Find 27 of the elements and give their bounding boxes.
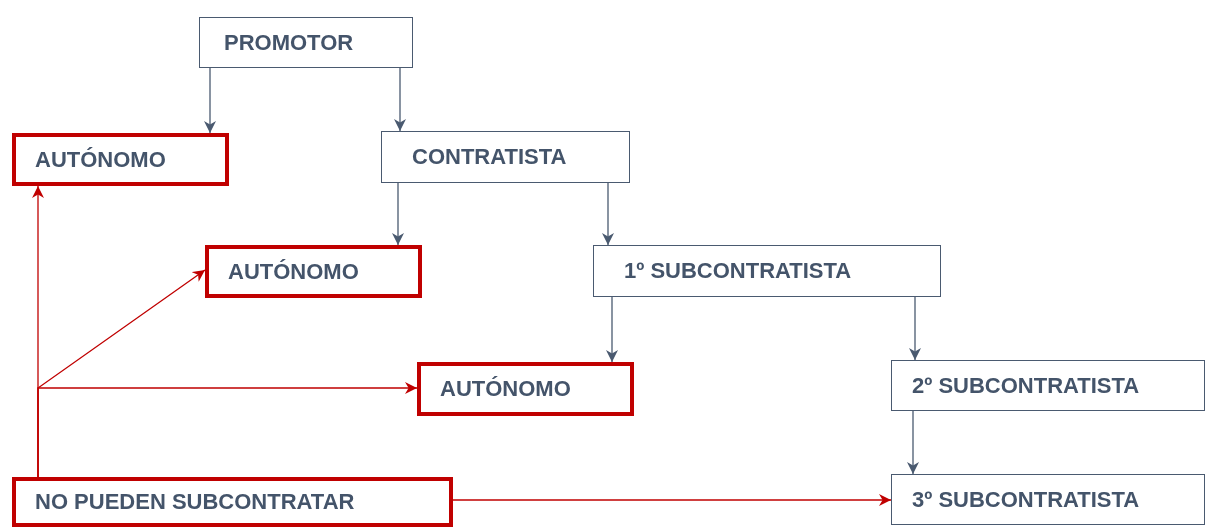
org-box <box>891 360 1205 411</box>
box-label: 2º SUBCONTRATISTA <box>912 372 1140 399</box>
box-label: AUTÓNOMO <box>35 146 166 173</box>
arrow <box>37 382 418 478</box>
arrow <box>394 67 406 132</box>
box-label: PROMOTOR <box>224 29 354 56</box>
arrow <box>602 182 614 246</box>
org-box <box>12 477 453 527</box>
org-box <box>891 474 1205 525</box>
arrow <box>909 296 921 361</box>
org-box <box>12 133 229 186</box>
org-box <box>417 362 634 416</box>
org-box <box>199 17 413 68</box>
arrow <box>204 67 216 134</box>
org-box <box>381 131 630 183</box>
box-label: CONTRATISTA <box>412 144 567 170</box>
arrow <box>452 494 892 506</box>
org-box <box>593 245 941 297</box>
box-label: AUTÓNOMO <box>440 376 571 402</box>
box-label: 3º SUBCONTRATISTA <box>912 486 1140 513</box>
box-label: NO PUEDEN SUBCONTRATAR <box>35 489 355 515</box>
arrow <box>606 296 618 363</box>
box-label: 1º SUBCONTRATISTA <box>624 258 852 284</box>
org-box <box>205 245 422 298</box>
arrow <box>907 410 919 475</box>
arrow <box>392 182 404 246</box>
box-label: AUTÓNOMO <box>228 258 359 285</box>
